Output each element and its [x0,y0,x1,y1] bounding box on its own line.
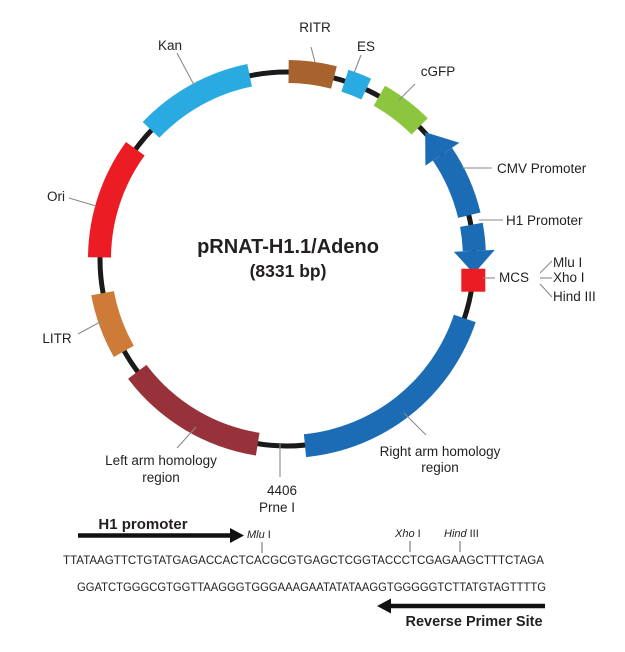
feature-left-arm-homology [128,364,260,456]
seq-enzyme-hind-name: Hind [444,528,468,540]
leader-ritr [310,46,316,63]
feature-ritr [288,60,337,89]
label-kan: Kan [158,38,182,53]
leader-mcs-mlu [539,260,553,274]
label-mcs-site-mlu: Mlu I [553,255,582,270]
leader-kan [176,52,195,86]
label-mcs: MCS [499,270,529,285]
seq-enzyme-xho-suffix: I [418,528,421,540]
label-mcs-site-hind: Hind III [553,289,596,304]
label-left-arm-line1: Left arm homology [105,453,217,468]
plasmid-size: (8331 bp) [250,261,327,281]
leader-cgfp [398,83,416,101]
label-right-arm-line1: Right arm homology [380,444,501,459]
feature-cmv-promoter [425,132,481,218]
h1-promoter-arrow [78,528,244,543]
label-prne-enzyme: Prne I [259,500,295,515]
label-es: ES [357,39,375,54]
leader-litr [77,320,103,335]
label-position-4406: 4406 [267,483,297,498]
label-left-arm-line2: region [142,470,180,485]
seq-enzyme-mlu-name: Mlu [247,529,265,541]
seq-enzyme-mlu-suffix: I [268,529,271,541]
leader-ori [68,197,97,207]
leader-mcs-hind [539,283,553,298]
feature-kan [142,64,252,138]
label-mcs-site-xho: Xho I [553,270,585,285]
feature-right-arm-homology [303,314,476,458]
seq-enzyme-hind-suffix: III [470,528,479,540]
feature-es [341,69,372,100]
leader-right-arm [403,412,427,436]
leader-es [353,54,362,74]
feature-h1-promoter [453,222,495,274]
feature-group [88,60,495,458]
plasmid-title: pRNAT-H1.1/Adeno [197,236,379,258]
reverse-primer-arrow [377,598,545,614]
label-right-arm-line2: region [421,460,459,475]
seq-enzyme-xho-name: Xho [394,528,415,540]
leader-lines [68,46,553,477]
label-ori: Ori [47,189,65,204]
feature-mcs [461,268,486,292]
label-ritr: RITR [299,20,331,35]
h1-promoter-panel-label: H1 promoter [98,516,187,533]
label-cgfp: cGFP [421,64,456,79]
feature-cgfp [373,85,428,135]
feature-litr [91,291,134,357]
leader-left-arm [176,426,197,449]
label-h1-promoter: H1 Promoter [506,213,583,228]
sequence-line-2: GGATCTGGGCGTGGTTAAGGGTGGGAAAGAATATATAAGG… [77,582,546,594]
feature-ori [88,142,145,258]
sequence-line-1: TTATAAGTTCTGTATGAGACCACTCACGCGTGAGCTCGGT… [63,555,544,567]
label-cmv-promoter: CMV Promoter [497,161,587,176]
reverse-primer-label: Reverse Primer Site [405,614,542,630]
label-litr: LITR [42,331,72,346]
